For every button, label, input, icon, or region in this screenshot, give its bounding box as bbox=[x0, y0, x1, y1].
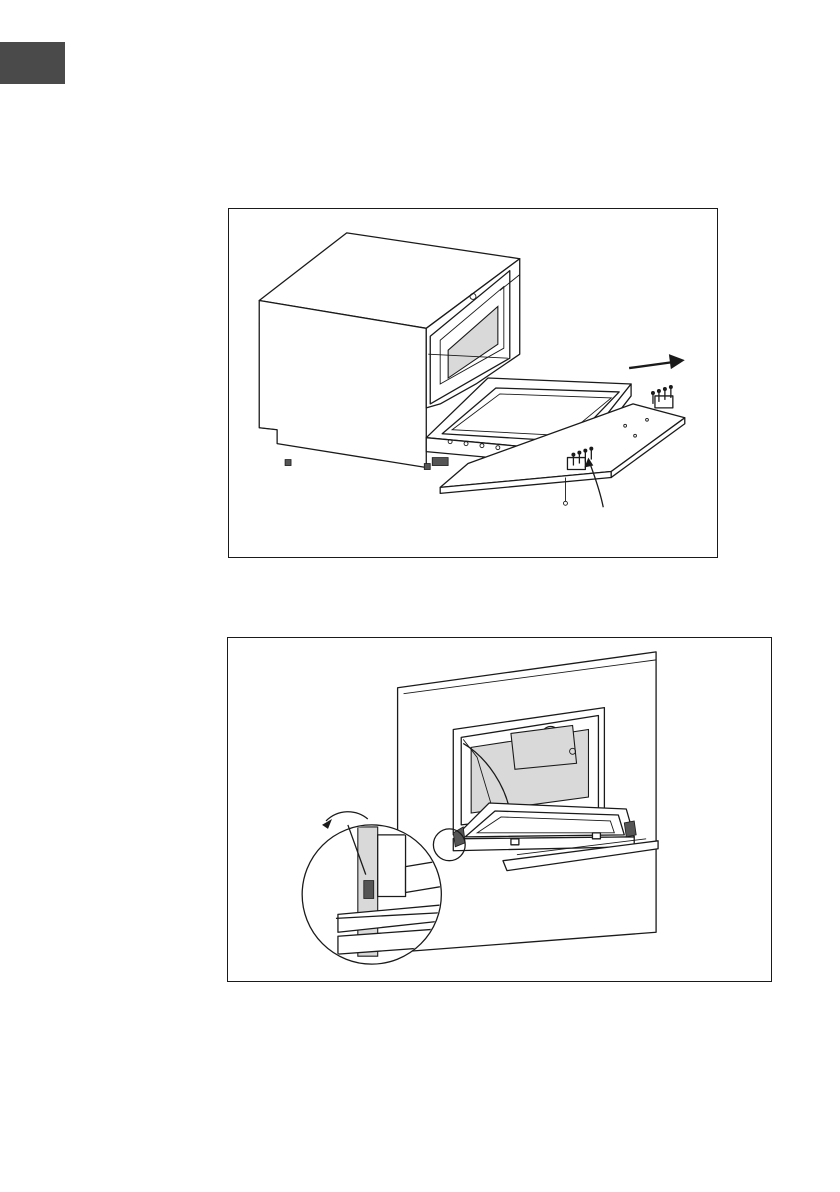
figure-installed-detail bbox=[227, 637, 772, 982]
installed-dishwasher-illustration bbox=[228, 638, 771, 981]
figure-door-panel-install bbox=[228, 208, 718, 558]
pull-arrow-icon bbox=[629, 354, 685, 369]
page-tab-marker bbox=[0, 42, 65, 84]
dishwasher-door-panel-illustration bbox=[229, 209, 717, 557]
